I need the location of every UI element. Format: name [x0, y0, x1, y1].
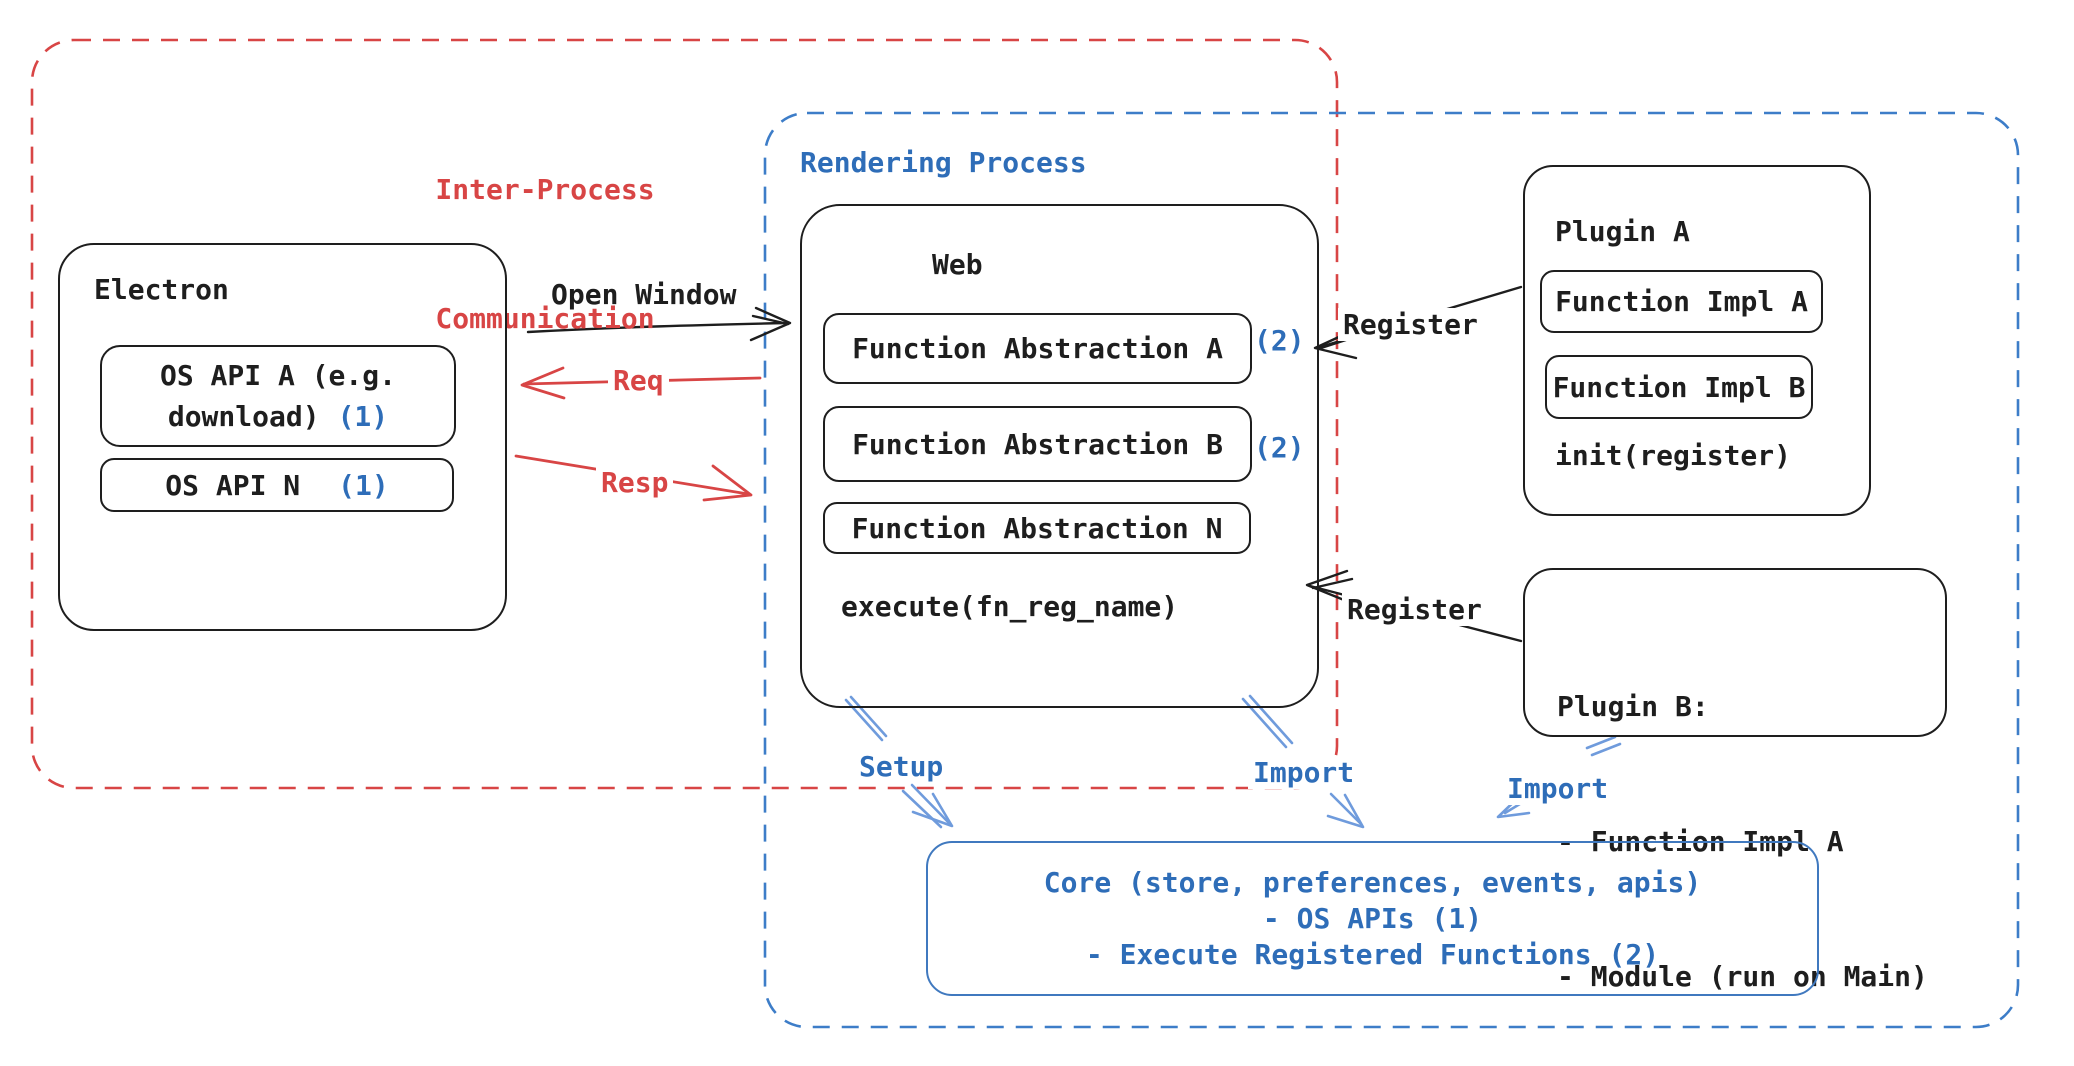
- core-node: Core (store, preferences, events, apis) …: [926, 841, 1819, 996]
- web-execute-text: execute(fn_reg_name): [841, 590, 1179, 623]
- os-api-a-text: OS API A (e.g. download) (1): [160, 355, 396, 437]
- import-plugin-label: Import: [1502, 772, 1614, 805]
- import-web-label: Import: [1248, 756, 1360, 789]
- function-abstraction-b-badge: (2): [1254, 431, 1305, 464]
- plugin-a-node: Plugin A Function Impl A Function Impl B…: [1523, 165, 1871, 516]
- web-title: Web: [932, 248, 983, 281]
- register-b-label: Register: [1342, 593, 1487, 626]
- plugin-b-line3: - Module (run on Main): [1557, 960, 1928, 993]
- function-abstraction-n-label: Function Abstraction N: [851, 511, 1223, 545]
- function-impl-a-label: Function Impl A: [1555, 285, 1808, 318]
- plugin-a-init-text: init(register): [1555, 439, 1792, 472]
- function-impl-a-box: Function Impl A: [1540, 270, 1823, 333]
- rendering-process-label: Rendering Process: [800, 146, 1087, 179]
- web-node: Web Function Abstraction A (2) Function …: [800, 204, 1319, 708]
- rendering-process-frame: [763, 111, 2020, 1029]
- ipc-frame: [30, 38, 1339, 790]
- function-abstraction-b-box: Function Abstraction B: [823, 406, 1252, 482]
- function-abstraction-a-box: Function Abstraction A: [823, 313, 1252, 384]
- plugin-b-node: Plugin B: - Function Impl A - Module (ru…: [1523, 568, 1947, 993]
- req-label: Req: [608, 364, 669, 397]
- os-api-a-line1: OS API A (e.g.: [159, 359, 396, 392]
- os-api-n-box: OS API N (1): [100, 458, 454, 512]
- plugin-a-title: Plugin A: [1555, 215, 1690, 248]
- plugin-b-line1: Plugin B:: [1557, 690, 1709, 723]
- electron-title: Electron: [94, 273, 229, 306]
- electron-node: Electron OS API A (e.g. download) (1) OS …: [58, 243, 507, 631]
- function-abstraction-b-label: Function Abstraction B: [852, 427, 1223, 461]
- os-api-n-label: OS API N: [165, 468, 301, 502]
- os-api-a-box: OS API A (e.g. download) (1): [100, 345, 456, 447]
- setup-label: Setup: [854, 750, 949, 783]
- register-a-label: Register: [1338, 308, 1483, 341]
- function-abstraction-n-box: Function Abstraction N: [823, 502, 1251, 554]
- function-impl-b-box: Function Impl B: [1545, 355, 1813, 419]
- ipc-frame-label-line2: Communication: [435, 302, 655, 335]
- resp-label: Resp: [596, 466, 674, 499]
- core-line3: - Execute Registered Functions (2): [1085, 937, 1660, 971]
- open-window-label: Open Window: [551, 278, 737, 311]
- ipc-frame-label: Inter-Process Communication: [420, 82, 670, 426]
- os-api-n-badge: (1): [338, 468, 389, 502]
- open-window-arrow: [526, 306, 792, 342]
- function-abstraction-a-label: Function Abstraction A: [852, 332, 1223, 365]
- function-impl-b-label: Function Impl B: [1552, 370, 1806, 404]
- os-api-a-line2: download): [167, 400, 320, 433]
- ipc-frame-label-line1: Inter-Process: [435, 173, 655, 206]
- os-api-a-badge: (1): [337, 400, 389, 433]
- core-line2: - OS APIs (1): [1262, 901, 1483, 935]
- function-abstraction-a-badge: (2): [1254, 324, 1305, 357]
- core-line1: Core (store, preferences, events, apis): [1043, 865, 1702, 899]
